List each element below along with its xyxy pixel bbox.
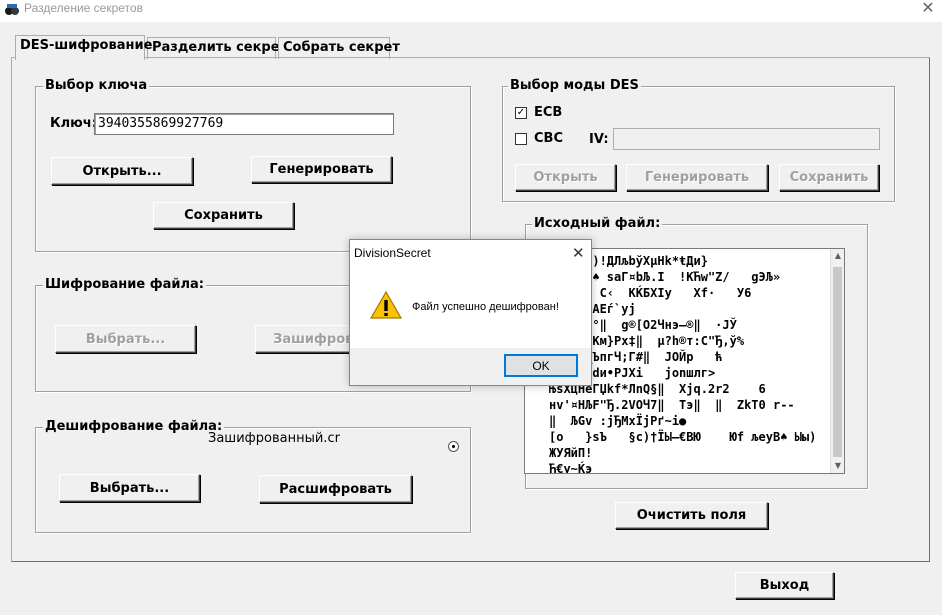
dialog-title: DivisionSecret — [354, 246, 431, 260]
generate-key-button[interactable]: Генерировать — [251, 156, 392, 183]
save-iv-button[interactable]: Сохранить — [779, 164, 879, 191]
cbc-label: CBC — [534, 131, 563, 146]
decrypt-group — [35, 427, 471, 533]
app-icon — [5, 4, 19, 15]
dialog-close-icon[interactable]: ✕ — [572, 244, 585, 262]
key-group-legend: Выбор ключа — [43, 78, 150, 94]
scrollbar[interactable]: ▲ ▼ — [830, 249, 844, 473]
title-bar — [0, 0, 942, 22]
key-label: Ключ: — [50, 116, 97, 131]
des-mode-group — [502, 86, 895, 202]
source-line: ЖУЯйП! — [549, 446, 593, 460]
ecb-label: ECB — [534, 105, 563, 120]
generate-iv-button[interactable]: Генерировать — [626, 164, 768, 191]
encrypt-group-legend: Шифрование файла: — [43, 277, 207, 293]
window-title: Разделение секретов — [24, 1, 143, 15]
ecb-checkbox[interactable]: ✓ — [515, 107, 527, 119]
scroll-up-icon[interactable]: ▲ — [834, 251, 842, 260]
des-mode-legend: Выбор моды DES — [508, 78, 641, 94]
source-line: Ћ€у~Ќэ — [549, 462, 593, 474]
iv-label: IV: — [589, 132, 609, 147]
tab-split-secret[interactable]: Разделить секрет — [147, 37, 287, 59]
exit-button[interactable]: Выход — [735, 572, 834, 599]
source-line: [o }sЪ §c)†ЇЫ–€ВЮ Юf љеуВ♠ Ыы) — [549, 430, 817, 444]
clear-fields-button[interactable]: Очистить поля — [615, 502, 768, 529]
decrypt-button[interactable]: Расшифровать — [259, 475, 412, 503]
encrypted-file-name: Зашифрованный.cr — [208, 431, 340, 446]
decrypt-group-legend: Дешифрование файла: — [43, 419, 225, 435]
choose-file-encrypt-button[interactable]: Выбрать... — [55, 325, 196, 353]
message-dialog: DivisionSecret ✕ Файл успешно дешифрован… — [349, 239, 592, 386]
scroll-thumb[interactable] — [833, 267, 842, 457]
scroll-down-icon[interactable]: ▼ — [834, 461, 842, 470]
choose-file-decrypt-button[interactable]: Выбрать... — [59, 474, 200, 502]
tab-combine-secret[interactable]: Собрать секрет — [278, 37, 400, 59]
open-key-button[interactable]: Открыть... — [51, 157, 193, 185]
open-iv-button[interactable]: Открыть — [515, 164, 616, 191]
key-input[interactable]: 3940355869927769 — [94, 113, 394, 135]
source-line: ‖ ЉGv :jЂМxЇјРґ~і● — [549, 414, 687, 428]
save-key-button[interactable]: Сохранить — [153, 202, 294, 229]
tab-panel — [11, 57, 930, 562]
dialog-message: Файл успешно дешифрован! — [412, 301, 559, 313]
cbc-checkbox[interactable] — [515, 133, 527, 145]
iv-input[interactable] — [613, 128, 880, 150]
warning-icon — [370, 291, 402, 319]
source-line: нv'¤НЉF"Ђ.2VОЧ7‖ Тэ‖ ‖ ZkT0 r-- — [549, 398, 795, 412]
window-close-icon[interactable]: ✕ — [921, 0, 935, 17]
tab-des-encryption[interactable]: DES-шифрование — [15, 35, 152, 60]
file-radio-indicator — [448, 441, 459, 452]
key-group — [35, 86, 471, 252]
ok-button[interactable]: OK — [504, 354, 578, 377]
source-file-legend: Исходный файл: — [532, 216, 663, 232]
